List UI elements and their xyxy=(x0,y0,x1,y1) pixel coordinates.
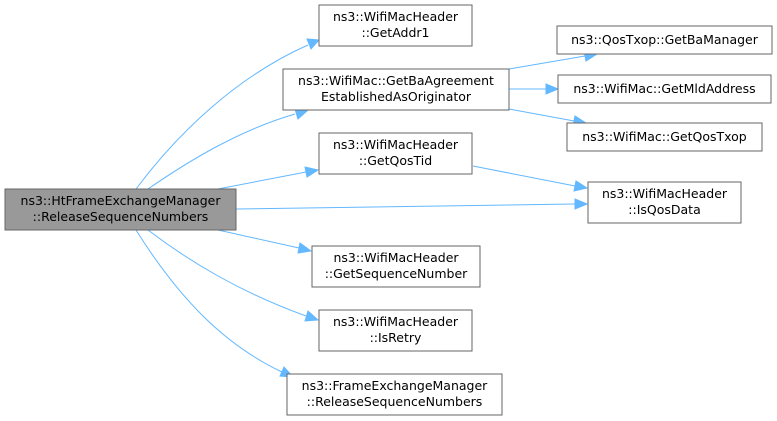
node-label-line1: ns3::WifiMacHeader xyxy=(602,186,728,201)
node-label-line2: ::GetSequenceNumber xyxy=(325,266,468,281)
node-get-ba-manager[interactable]: ns3::QosTxop::GetBaManager xyxy=(556,25,773,55)
node-get-sequence-number[interactable]: ns3::WifiMacHeader ::GetSequenceNumber xyxy=(311,245,481,288)
edge-root-to-getba xyxy=(147,108,309,190)
node-is-retry[interactable]: ns3::WifiMacHeader ::IsRetry xyxy=(318,309,473,352)
node-label-line2: ::ReleaseSequenceNumbers xyxy=(307,394,483,409)
node-label-line1: ns3::HtFrameExchangeManager xyxy=(21,193,222,208)
node-label-line2: ::GetQosTid xyxy=(359,153,432,168)
edge-getqostid-to-isqosdata xyxy=(472,165,589,192)
node-label-line1: ns3::FrameExchangeManager xyxy=(302,378,488,393)
node-get-qos-txop[interactable]: ns3::WifiMac::GetQosTxop xyxy=(566,122,763,152)
edge-root-to-getaddr1 xyxy=(135,38,321,190)
node-get-addr1[interactable]: ns3::WifiMacHeader ::GetAddr1 xyxy=(318,4,473,47)
node-is-qos-data[interactable]: ns3::WifiMacHeader ::IsQosData xyxy=(587,181,742,224)
node-label-line1: ns3::WifiMacHeader xyxy=(333,137,459,152)
node-ht-release-sequence-numbers[interactable]: ns3::HtFrameExchangeManager ::ReleaseSeq… xyxy=(4,188,237,231)
node-label-line1: ns3::QosTxop::GetBaManager xyxy=(571,32,759,47)
edge-root-to-fem-release xyxy=(135,229,295,378)
edge-root-to-isretry xyxy=(147,229,320,322)
node-label-line1: ns3::WifiMac::GetBaAgreement xyxy=(298,73,494,88)
node-label-line2: ::IsQosData xyxy=(628,202,700,217)
node-label-line2: ::IsRetry xyxy=(370,330,422,345)
node-get-mld-address[interactable]: ns3::WifiMac::GetMldAddress xyxy=(557,74,772,104)
node-get-qos-tid[interactable]: ns3::WifiMacHeader ::GetQosTid xyxy=(318,132,473,175)
node-get-ba-agreement[interactable]: ns3::WifiMac::GetBaAgreement Established… xyxy=(282,68,510,111)
node-label-line2: ::GetAddr1 xyxy=(362,25,430,40)
node-label-line1: ns3::WifiMacHeader xyxy=(333,314,459,329)
node-label-line1: ns3::WifiMacHeader xyxy=(333,250,459,265)
edge-root-to-getqostid xyxy=(217,166,320,190)
edge-root-to-isqosdata xyxy=(235,198,589,210)
node-label-line2: EstablishedAsOriginator xyxy=(321,89,472,104)
node-fem-release-sequence-numbers[interactable]: ns3::FrameExchangeManager ::ReleaseSeque… xyxy=(286,373,503,416)
edge-root-to-getseq xyxy=(217,229,313,254)
node-label-line1: ns3::WifiMacHeader xyxy=(333,9,459,24)
node-label-line2: ::ReleaseSequenceNumbers xyxy=(33,209,209,224)
edge-getba-to-getmld xyxy=(509,83,560,95)
node-label-line1: ns3::WifiMac::GetMldAddress xyxy=(573,81,755,96)
node-label-line1: ns3::WifiMac::GetQosTxop xyxy=(582,129,747,144)
